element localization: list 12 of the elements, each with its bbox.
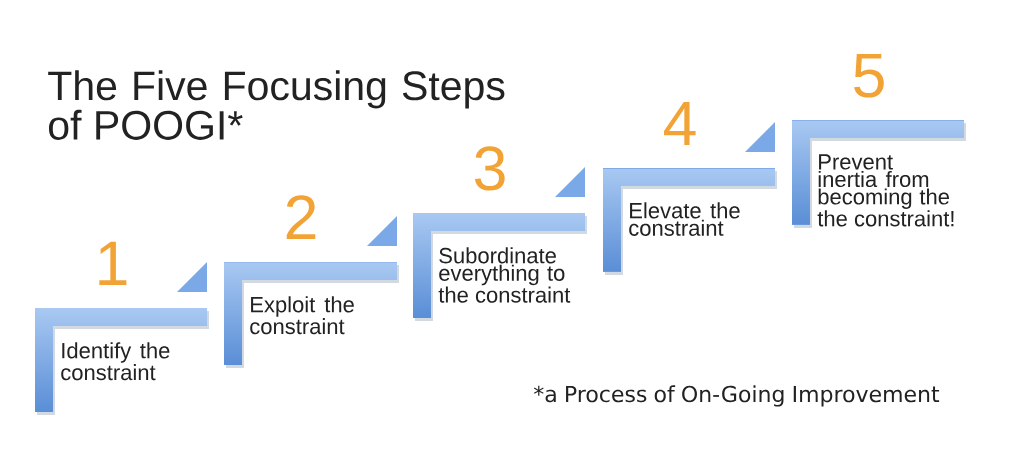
step-number: 2 <box>286 195 316 239</box>
step-number: 4 <box>664 101 696 145</box>
step-bracket: Subordinate everything to the constraint <box>413 213 587 321</box>
title: The Five Focusing Steps of POOGI* <box>48 70 505 140</box>
step-number: 3 <box>474 146 505 191</box>
step-bracket: Identify the constraint <box>35 308 209 415</box>
step-number: 1 <box>99 241 127 285</box>
step-bracket: Prevent inertia from becoming the the constraint! <box>792 120 966 228</box>
footnote: *a Process of On-Going Improvement <box>533 385 940 407</box>
step-number: 5 <box>854 53 884 98</box>
step-bracket: Elevate the constraint <box>603 168 777 275</box>
step-bracket: Exploit the constraint <box>224 262 399 368</box>
